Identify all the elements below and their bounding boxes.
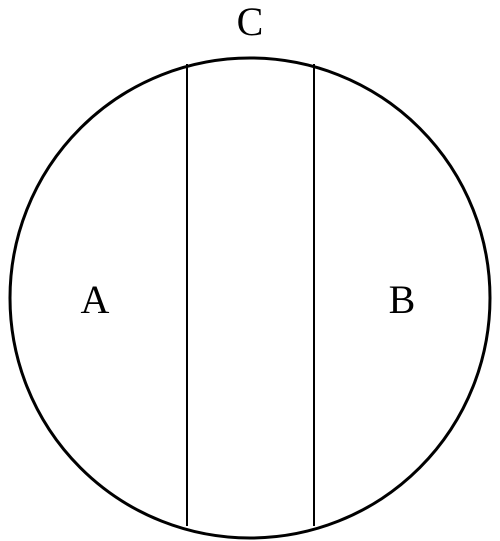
label-a: A bbox=[81, 277, 110, 322]
label-b: B bbox=[389, 277, 416, 322]
label-c: C bbox=[237, 0, 264, 44]
outer-circle bbox=[8, 56, 492, 540]
